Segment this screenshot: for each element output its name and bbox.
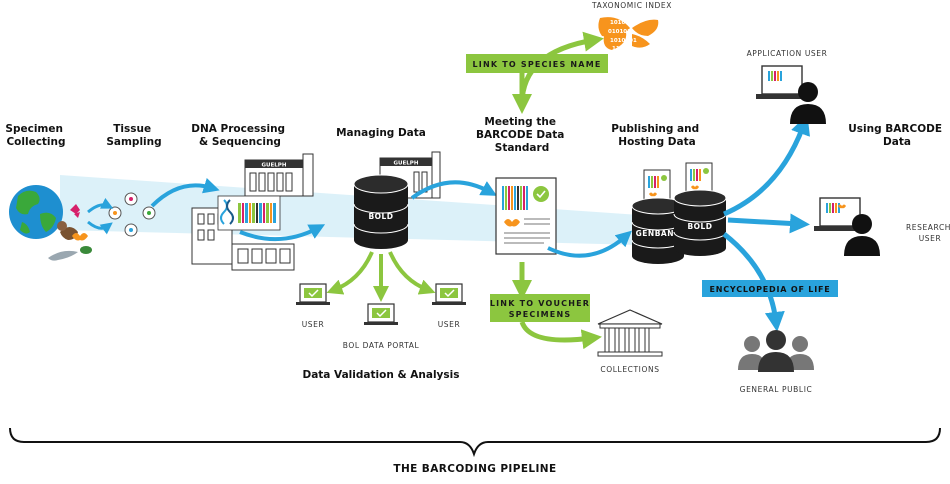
arrow-bold-to-standard [410, 180, 498, 200]
bold-publish-database-icon: BOLD [673, 189, 727, 256]
link-species-label: LINK TO SPECIES NAME [472, 60, 601, 69]
svg-text:1010101: 1010101 [610, 38, 637, 44]
animals-icon [48, 204, 92, 261]
laptop-user-left-icon [296, 283, 330, 305]
footer-title: THE BARCODING PIPELINE [393, 463, 556, 475]
globe-icon [9, 185, 63, 239]
link-voucher-pill [490, 294, 590, 322]
arrow-dna-to-bold [239, 224, 326, 242]
arrow-specimen-to-tissue-2 [87, 220, 113, 235]
eol-label: ENCYCLOPEDIA OF LIFE [710, 285, 831, 294]
eol-pill [702, 280, 838, 297]
collections-building-icon [597, 309, 663, 357]
dna-sequence-barcode-icon [217, 195, 281, 231]
laptop-bol-portal-icon [364, 303, 398, 325]
bold-database-icon: BOLD [353, 174, 409, 249]
arrow-tissue-to-dna [150, 177, 220, 208]
svg-text:1010: 1010 [610, 20, 625, 26]
lab-building-icon [191, 207, 295, 271]
research-user-label: RESEARCH USER [906, 223, 950, 243]
guelph-building-1-icon: GUELPH [244, 153, 314, 197]
genbank-database-icon: GENBANK [631, 197, 685, 264]
svg-text:BOLD: BOLD [687, 222, 712, 231]
stage-meeting-standard: Meeting the BARCODE Data Standard [476, 116, 568, 154]
stage-data-validation: Data Validation & Analysis [302, 369, 459, 381]
user-right-label: USER [438, 320, 461, 329]
link-voucher-label-2: SPECIMENS [509, 310, 572, 319]
svg-text:11010: 11010 [612, 46, 631, 52]
stage-dna-processing: DNA Processing & Sequencing [191, 123, 288, 148]
stage-managing-data: Managing Data [336, 127, 426, 139]
taxonomic-index-label: TAXONOMIC INDEX [591, 1, 672, 10]
general-public-label: GENERAL PUBLIC [740, 385, 813, 394]
arrow-voucher-to-collections [519, 320, 602, 350]
svg-text:GENBANK: GENBANK [636, 229, 681, 238]
stage-using-barcode: Using BARCODE Data [848, 123, 945, 148]
arrow-to-application-user [723, 114, 810, 217]
arrow-standard-to-publishing [547, 230, 632, 258]
user-left-label: USER [302, 320, 325, 329]
research-user-icon [814, 197, 880, 256]
general-public-icon [738, 330, 814, 372]
application-user-label: APPLICATION USER [747, 49, 828, 58]
tissue-sample-wells-icon [108, 192, 156, 237]
butterfly-icon: 1010 010101 1010101 11010 [598, 17, 659, 52]
arrow-bold-to-user-right [388, 251, 436, 295]
stage-specimen-collecting: Specimen Collecting [5, 123, 66, 148]
arrow-to-general-public [722, 232, 785, 332]
collections-label: COLLECTIONS [600, 365, 659, 374]
laptop-user-right-icon [432, 283, 466, 305]
arrow-bold-to-user-left [326, 251, 374, 295]
link-voucher-label-1: LINK TO VOUCHER [490, 299, 590, 308]
arrow-to-research-user [727, 213, 810, 234]
svg-text:BOLD: BOLD [368, 212, 393, 221]
stage-publishing-hosting: Publishing and Hosting Data [611, 123, 703, 148]
svg-text:GUELPH: GUELPH [262, 163, 287, 169]
svg-text:GUELPH: GUELPH [394, 161, 419, 167]
application-user-icon [756, 65, 826, 124]
link-species-pill [466, 54, 608, 73]
barcode-standard-document-icon [495, 177, 557, 255]
bol-data-portal-label: BOL DATA PORTAL [343, 341, 420, 350]
svg-text:010101: 010101 [608, 29, 631, 35]
arrow-specimen-to-tissue [87, 197, 114, 214]
pipeline-brace [9, 427, 941, 458]
stage-tissue-sampling: Tissue Sampling [106, 123, 161, 148]
